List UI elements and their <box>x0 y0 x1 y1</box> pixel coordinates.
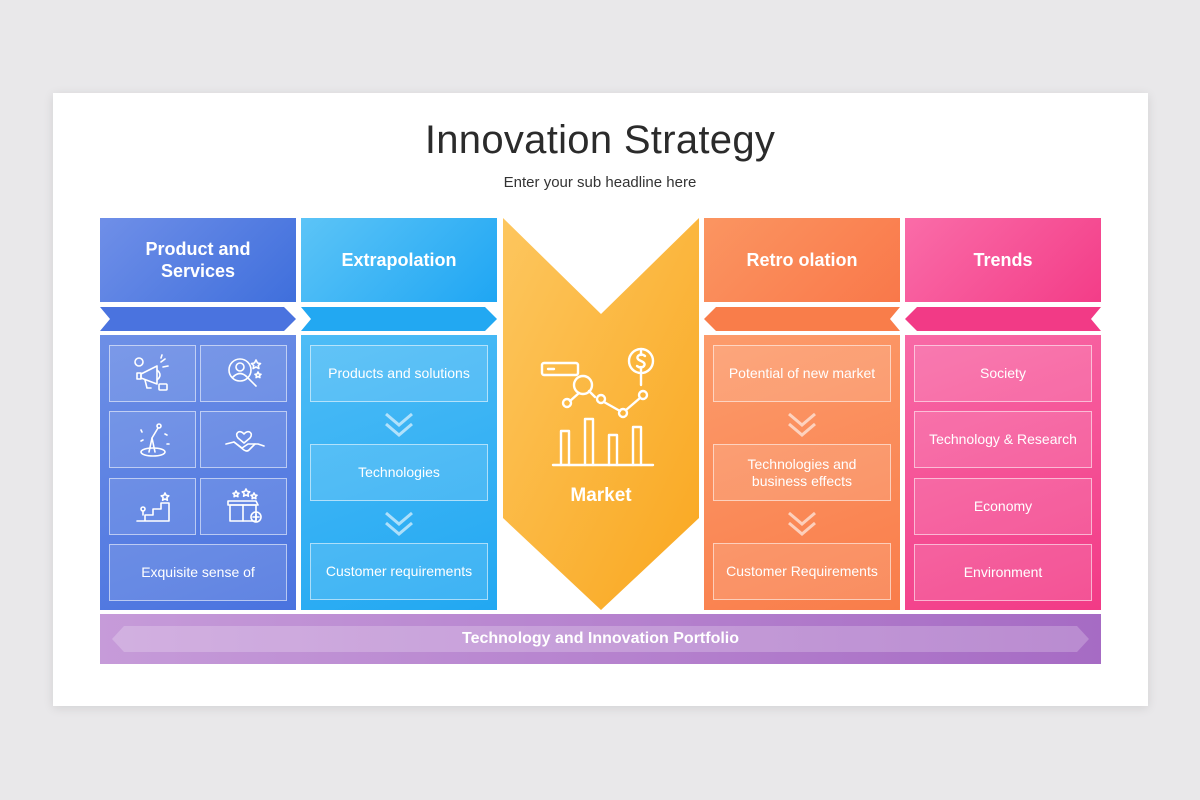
retro-item: Potential of new market <box>713 345 891 402</box>
trends-item: Technology & Research <box>914 411 1092 468</box>
stairs-growth-icon <box>109 478 196 535</box>
gift-box-stars-icon <box>200 478 287 535</box>
trends-item: Society <box>914 345 1092 402</box>
portfolio-label: Technology and Innovation Portfolio <box>461 630 740 647</box>
extrapolation-item: Customer requirements <box>310 543 488 600</box>
column-body-trends: Society Technology & Research Economy En… <box>905 335 1101 610</box>
search-person-icon <box>200 345 287 402</box>
column-extrapolation: Extrapolation Products and solutions Tec… <box>301 218 497 610</box>
chevron-down-icon <box>385 511 413 536</box>
portfolio-arrow <box>112 626 1089 652</box>
column-header-product: Product and Services <box>100 218 296 302</box>
market-chart-icon <box>540 347 655 467</box>
product-bottom-item: Exquisite sense of <box>109 544 287 601</box>
column-body-extrapolation: Products and solutions Technologies Cust… <box>301 335 497 610</box>
chevron-down-icon <box>788 412 816 437</box>
column-band-retro <box>704 307 900 331</box>
market-chevron <box>503 218 699 610</box>
handshake-heart-icon <box>200 411 287 468</box>
column-body-product: Exquisite sense of <box>100 335 296 610</box>
portfolio-bar <box>100 614 1101 664</box>
column-band-product <box>100 307 296 331</box>
column-header-trends: Trends <box>905 218 1101 302</box>
megaphone-icon <box>109 345 196 402</box>
chevron-down-icon <box>788 511 816 536</box>
trends-item: Economy <box>914 478 1092 535</box>
trends-item: Environment <box>914 544 1092 601</box>
column-trends: Trends Society Technology & Research Eco… <box>905 218 1101 610</box>
column-product-services: Product and Services <box>100 218 296 610</box>
column-header-retro: Retro olation <box>704 218 900 302</box>
column-header-extrapolation: Extrapolation <box>301 218 497 302</box>
extrapolation-item: Products and solutions <box>310 345 488 402</box>
column-retro: Retro olation Potential of new market Te… <box>704 218 900 610</box>
page-subtitle: Enter your sub headline here <box>503 174 697 191</box>
column-band-extrapolation <box>301 307 497 331</box>
trophy-icon <box>109 411 196 468</box>
retro-item: Technologies and business effects <box>713 444 891 501</box>
page-title: Innovation Strategy <box>424 118 776 162</box>
chevron-down-icon <box>385 412 413 437</box>
extrapolation-item: Technologies <box>310 444 488 501</box>
column-band-trends <box>905 307 1101 331</box>
column-body-retro: Potential of new market Technologies and… <box>704 335 900 610</box>
retro-item: Customer Requirements <box>713 543 891 600</box>
market-label: Market <box>570 485 632 506</box>
